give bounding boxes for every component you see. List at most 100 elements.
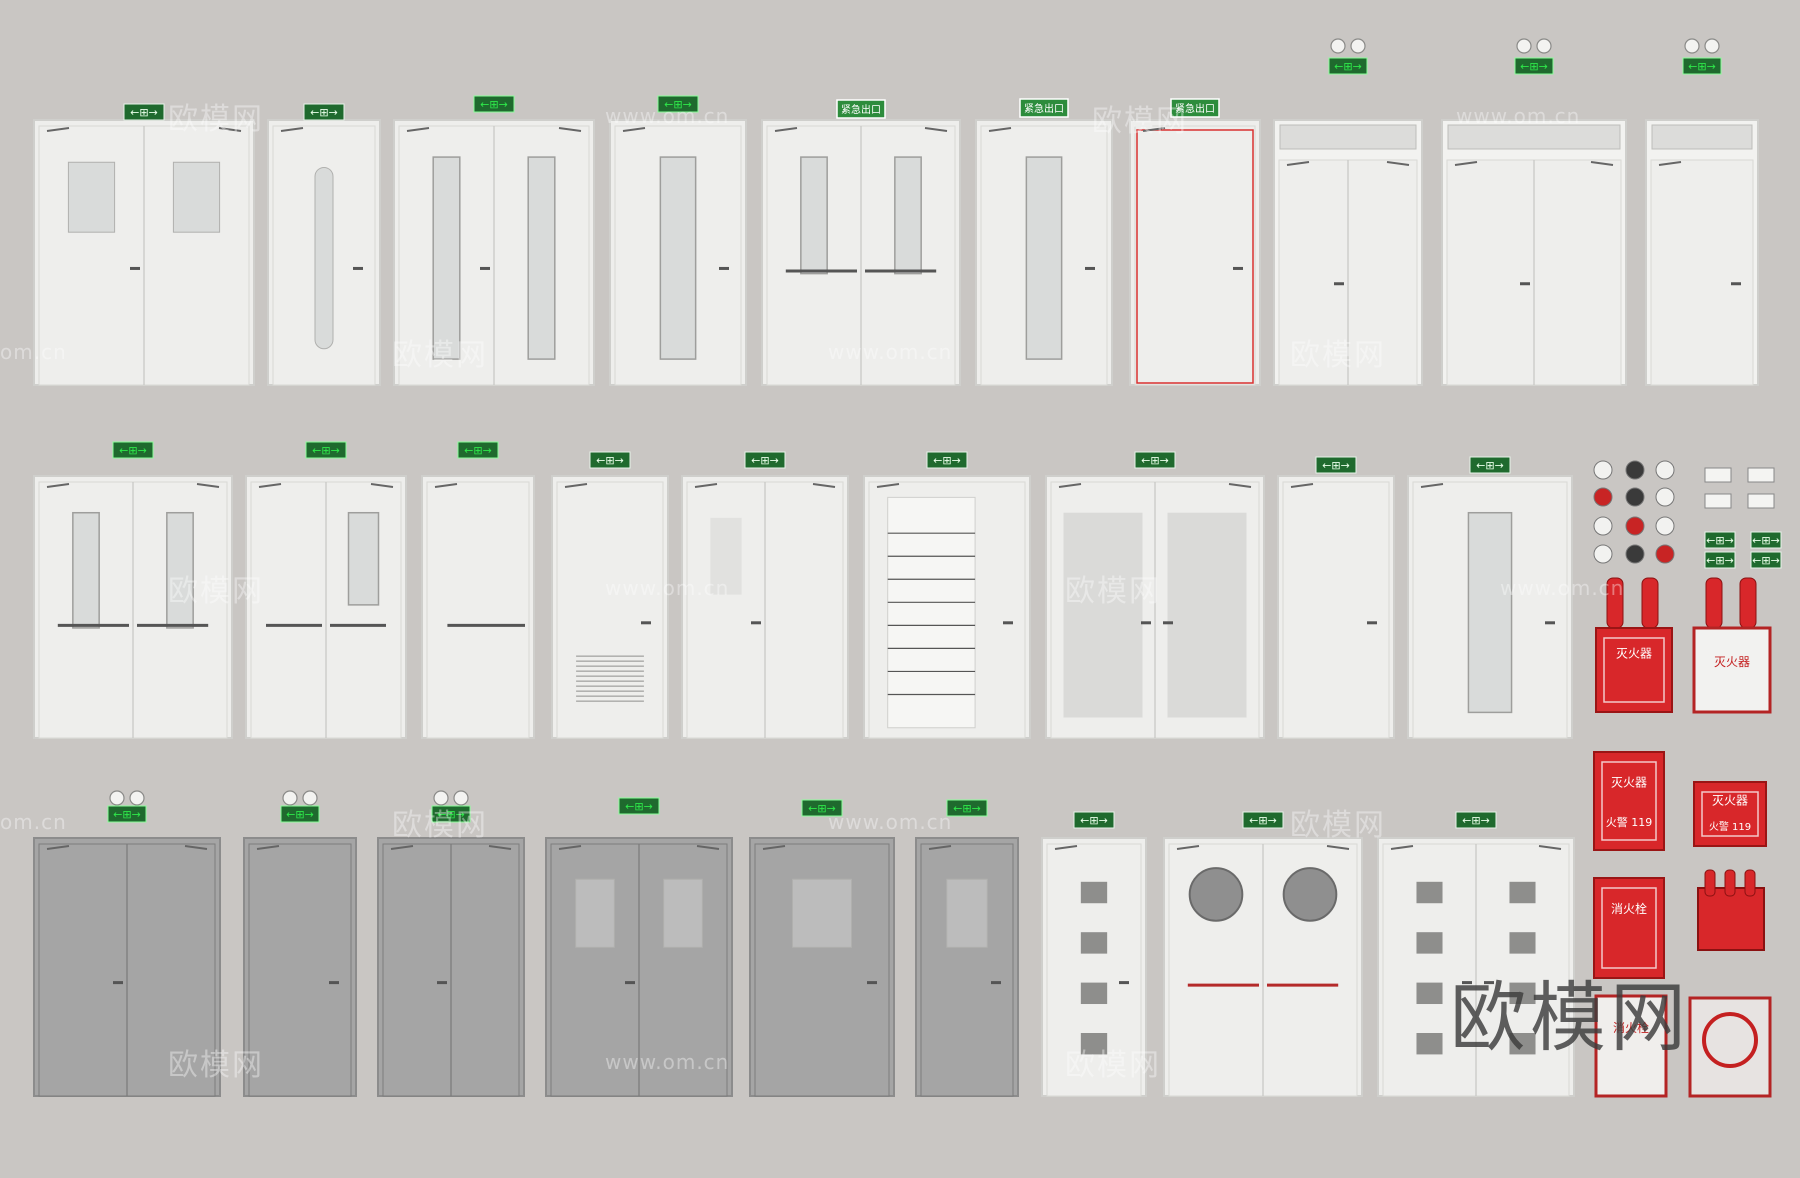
- door-closer: [390, 845, 414, 850]
- single-door: [863, 475, 1031, 739]
- porthole-window: [1188, 867, 1244, 922]
- exit-sign: ←⊞→: [1315, 456, 1357, 474]
- door-closer: [1590, 161, 1614, 166]
- door-closer: [762, 845, 786, 850]
- hose-reel-icon: [1702, 1012, 1758, 1068]
- door-closer: [218, 127, 242, 132]
- exit-sign: ←⊞→: [107, 805, 147, 823]
- door-closer: [1386, 161, 1410, 166]
- exit-sign-body: [280, 805, 320, 823]
- glass-panel: [1167, 512, 1247, 718]
- exit-sign: ←⊞→: [1750, 551, 1782, 569]
- exit-sign: 紧急出口: [1170, 98, 1220, 118]
- single-door: [1041, 837, 1147, 1097]
- door-closer: [812, 483, 836, 488]
- small-cabinet-subtitle: 火警 119: [1709, 820, 1751, 833]
- lamp-head-icon: [109, 790, 125, 806]
- exit-sign: ←⊞→: [1682, 57, 1722, 75]
- door-leaf: [1650, 159, 1754, 386]
- single-door: [1129, 119, 1261, 386]
- single-door: [1407, 475, 1573, 739]
- emergency-lamp: [282, 790, 318, 806]
- vision-panel: [894, 156, 922, 275]
- double-door: [1441, 119, 1627, 386]
- exit-sign-body: [112, 441, 154, 459]
- small-cabinet-panel: [1701, 791, 1759, 837]
- double-door: [33, 837, 221, 1097]
- vision-panel: [432, 156, 461, 360]
- extinguisher-cabinet-white-label: 灭火器: [1714, 655, 1750, 669]
- door-closer: [1054, 845, 1078, 850]
- lamp-head-icon: [433, 790, 449, 806]
- vision-panel: [347, 511, 380, 606]
- exit-sign-body: [1328, 57, 1368, 75]
- square-inset: [1509, 932, 1536, 954]
- exit-sign: ←⊞→: [926, 451, 968, 469]
- hydrant-cabinet: 消火栓: [1593, 877, 1665, 979]
- smoke-detector-icon: [1593, 544, 1613, 564]
- exit-sign: ←⊞→: [589, 451, 631, 469]
- exit-sign-body: [473, 95, 515, 113]
- vision-panel: [314, 166, 334, 350]
- square-inset: [1080, 932, 1108, 954]
- exit-sign-label: ←⊞→: [751, 454, 779, 467]
- exit-sign-body: [457, 441, 499, 459]
- exit-sign-body: [1455, 811, 1497, 829]
- square-inset: [1080, 982, 1108, 1005]
- lamp-head-icon: [282, 790, 298, 806]
- transom-glass: [1651, 124, 1753, 150]
- lamp-head-icon: [1516, 38, 1532, 54]
- door-closer: [924, 127, 948, 132]
- exit-sign-body: [589, 451, 631, 469]
- door-closer: [46, 483, 70, 488]
- exit-sign-body: [618, 797, 660, 815]
- exit-sign-body: [926, 451, 968, 469]
- single-door: [975, 119, 1113, 386]
- lamp-head-icon: [129, 790, 145, 806]
- door-closer: [256, 845, 280, 850]
- exit-sign: ←⊞→: [1455, 811, 1497, 829]
- door-closer: [184, 845, 208, 850]
- red-frame: [1136, 129, 1254, 384]
- smoke-detector-icon: [1593, 487, 1613, 507]
- vision-panel: [575, 878, 615, 948]
- exit-sign-label: ←⊞→: [312, 444, 340, 457]
- glass-panel: [1063, 512, 1143, 718]
- door-closer: [46, 127, 70, 132]
- vision-panel: [663, 878, 703, 948]
- square-inset: [1080, 881, 1108, 904]
- double-door: [681, 475, 849, 739]
- transom-glass: [1447, 124, 1621, 150]
- alarm-cabinet-panel: [1601, 761, 1657, 841]
- door-closer: [488, 845, 512, 850]
- exit-sign-label: ←⊞→: [1322, 459, 1350, 472]
- double-door: [33, 119, 255, 386]
- smoke-detector-icon: [1625, 487, 1645, 507]
- double-door: [1045, 475, 1265, 739]
- lamp-head-icon: [1330, 38, 1346, 54]
- exit-sign: ←⊞→: [744, 451, 786, 469]
- exit-sign-body: [1682, 57, 1722, 75]
- lamp-head-icon: [1684, 38, 1700, 54]
- exit-sign-body: [123, 103, 165, 121]
- exit-sign-label: ←⊞→: [1752, 534, 1780, 547]
- square-inset: [1509, 1033, 1536, 1055]
- exit-sign-label: ←⊞→: [808, 802, 836, 815]
- double-door: [761, 119, 961, 386]
- vision-panel: [710, 517, 742, 595]
- lamp-head-icon: [453, 790, 469, 806]
- square-inset: [1416, 982, 1443, 1005]
- exit-sign: ←⊞→: [1469, 456, 1511, 474]
- exit-sign-label: ←⊞→: [1141, 454, 1169, 467]
- exit-sign-label: ←⊞→: [480, 98, 508, 111]
- fire-extinguisher-icon: [1641, 577, 1659, 629]
- exit-sign: ←⊞→: [457, 441, 499, 459]
- exit-sign-body: [1170, 98, 1220, 118]
- exit-sign-body: [1469, 456, 1511, 474]
- porthole-window: [1282, 867, 1338, 922]
- square-inset: [1416, 881, 1443, 904]
- door-closer: [1390, 845, 1414, 850]
- exit-sign-label: ←⊞→: [933, 454, 961, 467]
- emergency-lamp: [109, 790, 145, 806]
- double-door: [377, 837, 525, 1097]
